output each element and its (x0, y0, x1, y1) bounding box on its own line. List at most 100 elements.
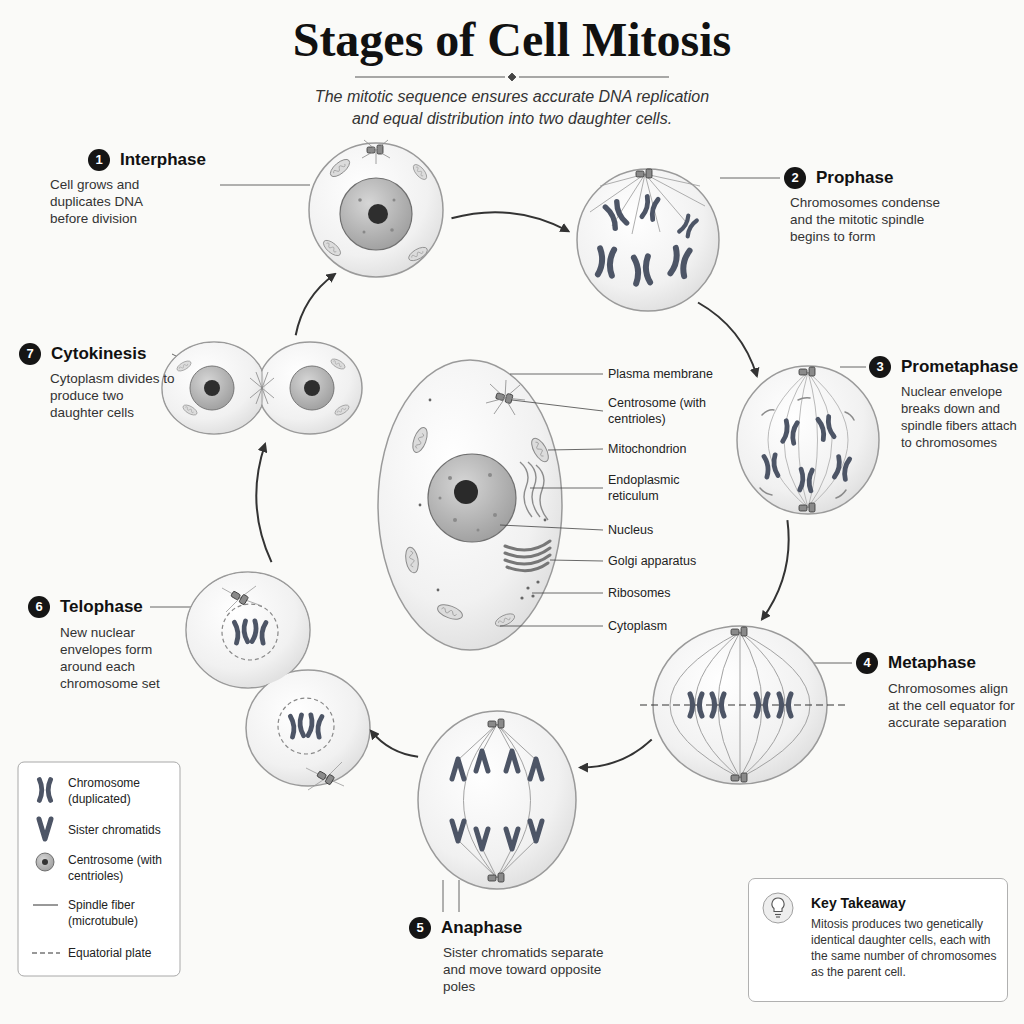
stage-description: Cytoplasm divides to produce two daughte… (50, 370, 175, 421)
stage-number: 3 (869, 356, 891, 378)
cell-anatomy-illustration (488, 473, 492, 477)
cell-anatomy-illustration (520, 596, 523, 599)
part-leader-lines (512, 400, 603, 411)
takeaway-heading: Key Takeaway (811, 894, 906, 912)
cell-membrane (163, 343, 265, 433)
legend-box (36, 853, 54, 871)
cell-anatomy-illustration (520, 462, 532, 517)
cell-membrane (258, 342, 362, 434)
stage-leader-lines (459, 880, 460, 912)
legend-label: Chromosome (duplicated) (68, 775, 168, 807)
legend-label: Spindle fiber (microtubule) (68, 897, 173, 929)
stage-cell: 1InterphaseCell grows and duplicates DNA… (308, 142, 444, 278)
cell-outline (576, 168, 720, 312)
stage-number: 7 (19, 343, 41, 365)
stage-number: 5 (409, 917, 431, 939)
cell-anatomy-illustration (378, 360, 562, 650)
part-label: Endoplasmic reticulum (608, 472, 708, 504)
cell-membrane (653, 626, 827, 784)
cell-anatomy-illustration (428, 454, 516, 542)
stage-cell: 6TelophaseNew nuclear envelopes form aro… (183, 570, 373, 790)
cell-anatomy-illustration (505, 555, 550, 564)
part-label: Mitochondrion (608, 441, 738, 457)
part-label: Golgi apparatus (608, 553, 738, 569)
stage-number: 1 (88, 149, 110, 171)
cell-anatomy-illustration (505, 541, 550, 571)
cell-anatomy-illustration (505, 541, 550, 550)
part-leader-lines (532, 593, 603, 594)
diagram-title: Stages of Cell Mitosis (0, 12, 1024, 68)
cell-anatomy-illustration (505, 385, 520, 398)
cell-membrane (577, 169, 719, 311)
cell-anatomy-illustration (531, 594, 534, 597)
part-leader-lines (510, 374, 603, 375)
cell-anatomy-illustration (448, 476, 452, 480)
stage-number: 4 (856, 652, 878, 674)
cell-outline (308, 142, 444, 278)
cell-anatomy-illustration (526, 586, 529, 589)
cell-anatomy-illustration (404, 546, 420, 574)
stage-leader-lines (150, 607, 195, 608)
cell-anatomy-illustration (419, 504, 422, 507)
cycle-arrow (762, 520, 789, 619)
part-label: Nucleus (608, 522, 738, 538)
legend-box (18, 762, 180, 976)
cell-anatomy-illustration (494, 398, 505, 414)
stage-cell: 4MetaphaseChromosomes align at the cell … (652, 625, 828, 785)
cell-anatomy-illustration (454, 480, 478, 504)
stage-name: Metaphase (888, 652, 976, 674)
cycle-arrow (698, 303, 757, 377)
legend-box (32, 952, 60, 953)
stage-cell: 3PrometaphaseNuclear envelope breaks dow… (736, 365, 880, 515)
stage-leader-lines (720, 178, 780, 179)
part-label: Plasma membrane (608, 366, 738, 382)
cell-outline (736, 365, 880, 515)
stage-cell: 2ProphaseChromosomes condense and the mi… (576, 168, 720, 312)
cell-anatomy-illustration (536, 580, 539, 583)
stage-cell: 7CytokinesisCytoplasm divides to produce… (160, 340, 364, 436)
cell-membrane (737, 366, 879, 514)
part-label: Centrosome (with centrioles) (608, 395, 720, 427)
part-leader-lines (500, 626, 603, 627)
cell-anatomy-illustration (505, 380, 506, 398)
cell-membrane (309, 143, 443, 277)
cell-membrane (162, 342, 266, 434)
cycle-arrow (296, 274, 335, 335)
part-leader-lines (500, 525, 603, 530)
cell-anatomy-illustration (505, 548, 550, 557)
stage-name: Telophase (60, 596, 143, 618)
cycle-arrow (256, 444, 271, 562)
cell-anatomy-illustration (437, 589, 440, 592)
stage-number: 2 (784, 167, 806, 189)
stage-leader-lines (840, 367, 866, 368)
cycle-arrow (371, 731, 418, 757)
cycle-arrow (452, 212, 569, 231)
cell-anatomy-illustration (436, 602, 465, 622)
cell-anatomy-illustration (439, 497, 442, 500)
legend-label: Centrosome (with centrioles) (68, 852, 173, 884)
cell-anatomy-illustration (486, 380, 525, 415)
cell-anatomy-illustration (429, 399, 432, 402)
stage-number: 6 (28, 596, 50, 618)
cell-anatomy-illustration (453, 518, 457, 522)
part-leader-lines (548, 449, 603, 450)
legend-box (39, 780, 50, 801)
stage-name: Anaphase (441, 917, 522, 939)
cell-anatomy-illustration (544, 519, 547, 522)
legend-box (18, 762, 180, 976)
cell-anatomy-illustration (536, 465, 548, 520)
cell-outline (417, 710, 577, 890)
stage-description: Chromosomes condense and the mitotic spi… (790, 194, 950, 245)
stage-name: Prometaphase (901, 356, 1018, 378)
title-rule (355, 73, 669, 81)
stage-name: Cytokinesis (51, 343, 146, 365)
legend-label: Equatorial plate (68, 945, 173, 961)
cell-membrane (418, 711, 576, 889)
stage-name: Prophase (816, 167, 893, 189)
cell-outline (160, 340, 364, 436)
cell-anatomy-illustration (419, 399, 547, 600)
cell-outline (652, 625, 828, 785)
part-leader-lines (530, 488, 603, 489)
stage-description: New nuclear envelopes form around each c… (60, 624, 175, 692)
